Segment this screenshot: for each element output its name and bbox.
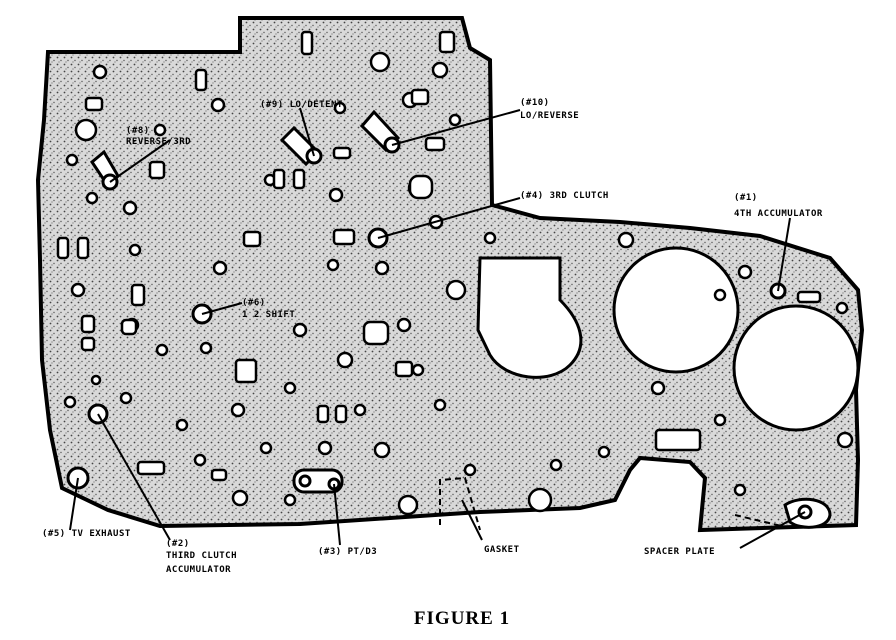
label-lo-detent: (#9) LO/DETENT [260, 100, 343, 110]
caption-area: FIGURE 1 [414, 608, 510, 629]
spacer-plate-outline [35, 16, 865, 533]
label-pt-d3: (#3) PT/D3 [318, 547, 377, 557]
label-reverse-3rd: REVERSE/3RD [126, 137, 191, 147]
label-third-clutch-acc-line1: THIRD CLUTCH [166, 551, 237, 561]
label-lo-reverse-tag: (#10) [520, 98, 550, 108]
label-tv-exhaust: (#5) TV EXHAUST [42, 529, 131, 539]
label-spacer-plate: SPACER PLATE [644, 547, 715, 557]
label-lo-reverse: LO/REVERSE [520, 111, 579, 121]
gasket-edge [439, 476, 481, 531]
label-reverse-3rd-tag: (#8) [126, 126, 150, 136]
center-cutout [476, 256, 583, 379]
valve-body-spacer-plate-diagram: (#8) REVERSE/3RD (#9) LO/DETENT (#10) LO… [35, 16, 865, 575]
leader-lines [69, 107, 806, 549]
label-third-clutch-acc-line2: ACCUMULATOR [166, 565, 231, 575]
figure-caption: FIGURE 1 [414, 608, 510, 629]
callout-features [66, 109, 832, 529]
large-bore-left [612, 246, 740, 374]
label-3rd-clutch: (#4) 3RD CLUTCH [520, 191, 609, 201]
label-gasket: GASKET [484, 545, 520, 555]
plate-slots [56, 30, 822, 482]
label-1-2-shift: 1 2 SHIFT [242, 310, 295, 320]
label-4th-accumulator: 4TH ACCUMULATOR [734, 209, 823, 219]
large-bore-right [732, 304, 860, 432]
label-1-2-shift-tag: (#6) [242, 298, 266, 308]
label-4th-accumulator-tag: (#1) [734, 193, 758, 203]
label-third-clutch-acc-tag: (#2) [166, 539, 190, 549]
